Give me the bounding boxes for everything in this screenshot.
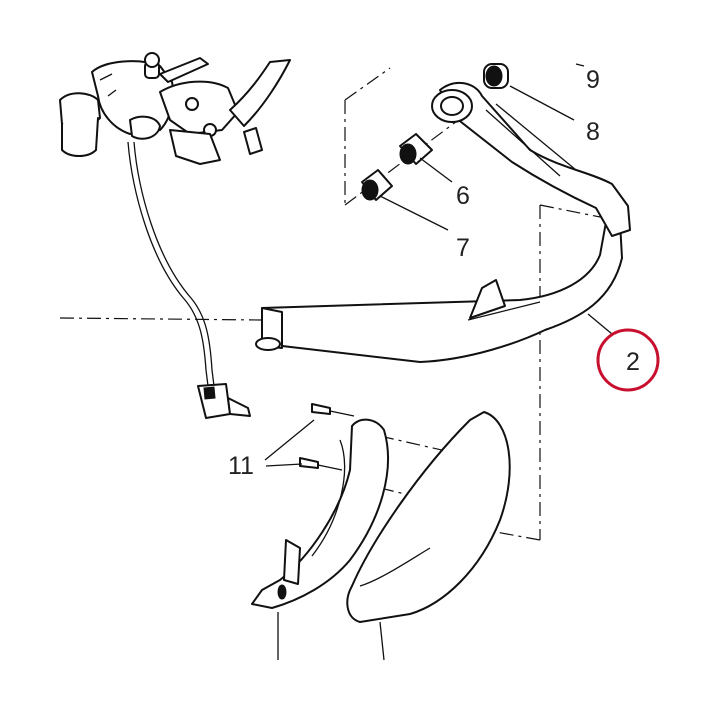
leader-lines bbox=[264, 63, 613, 661]
callout-9: 9 bbox=[586, 66, 600, 94]
handguard-bracket bbox=[255, 81, 631, 363]
callout-7: 7 bbox=[456, 234, 470, 262]
callout-8: 8 bbox=[586, 118, 600, 146]
callout-11: 11 bbox=[228, 452, 254, 480]
screws-11 bbox=[299, 403, 355, 471]
bushing-8 bbox=[483, 63, 509, 89]
callout-2: 2 bbox=[626, 348, 640, 376]
mounting-plate bbox=[251, 418, 390, 609]
highlight-circle bbox=[596, 328, 660, 392]
lever-assembly bbox=[59, 52, 291, 165]
switch-cable bbox=[127, 141, 251, 419]
handguard-shell bbox=[346, 411, 511, 623]
callout-6: 6 bbox=[456, 182, 470, 210]
spacer-6 bbox=[399, 133, 433, 165]
spacer-7 bbox=[361, 169, 393, 201]
